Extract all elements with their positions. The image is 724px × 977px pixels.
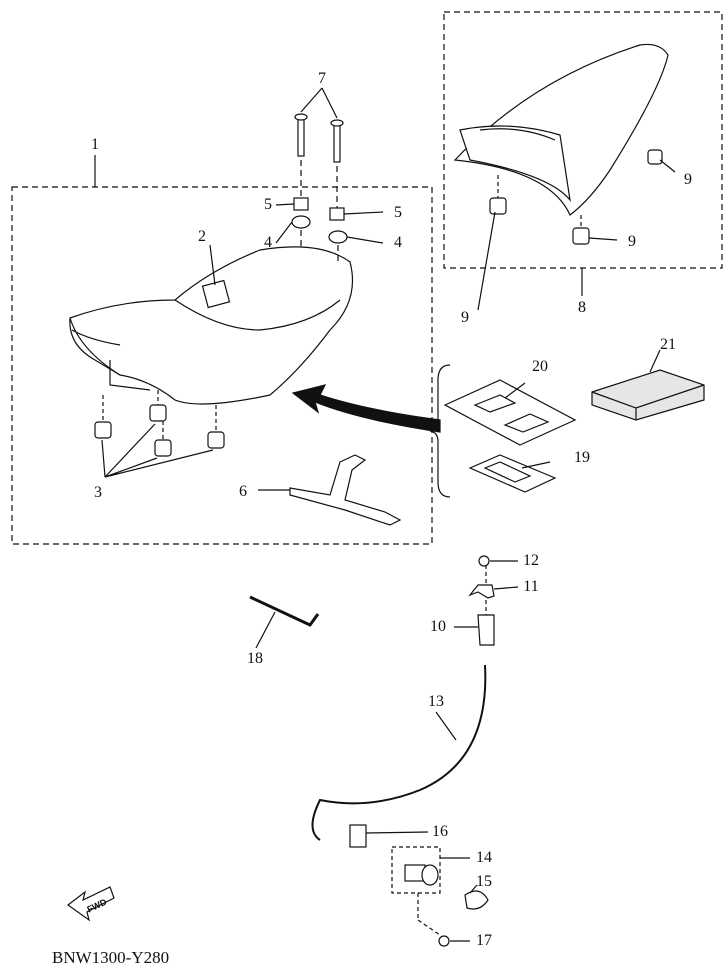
callout-17: 17: [476, 932, 492, 949]
fwd-arrow-icon: [66, 886, 115, 922]
callout-5: 5: [264, 196, 272, 213]
seat-pad-drawing: [591, 349, 705, 421]
diagram-code: BNW1300-Y280: [52, 948, 170, 967]
callout-1: 1: [91, 136, 99, 153]
label-sheet-drawing: [468, 454, 557, 493]
callout-21: 21: [660, 336, 676, 353]
callout-9: 9: [461, 309, 469, 326]
callout-11: 11: [523, 578, 539, 595]
manual-drawing: [443, 379, 577, 446]
callout-7: 7: [318, 70, 326, 87]
callout-12: 12: [523, 552, 539, 569]
callout-5: 5: [394, 204, 402, 221]
callout-4: 4: [264, 234, 272, 251]
damper-parts: [94, 404, 225, 457]
callout-9: 9: [684, 171, 692, 188]
callout-8: 8: [578, 299, 586, 316]
cable-drawing: [311, 664, 487, 841]
callout-14: 14: [476, 849, 492, 866]
lock-drawing: [349, 824, 489, 947]
hex-key-drawing: [249, 595, 320, 627]
callout-20: 20: [532, 358, 548, 375]
callout-19: 19: [574, 449, 590, 466]
arrow-icon: [291, 384, 441, 433]
group-box-rear-seat: [443, 11, 723, 269]
callout-15: 15: [476, 873, 492, 890]
callout-13: 13: [428, 693, 444, 710]
callout-18: 18: [247, 650, 263, 667]
callout-16: 16: [432, 823, 448, 840]
callout-2: 2: [198, 228, 206, 245]
rear-seat-drawing: [453, 43, 676, 311]
callout-10: 10: [430, 618, 446, 635]
bracket-drawing: [289, 454, 402, 526]
bolts: [209, 87, 384, 286]
latch-drawing: [454, 555, 519, 646]
callout-9: 9: [628, 233, 636, 250]
callout-4: 4: [394, 234, 402, 251]
callout-3: 3: [94, 484, 102, 501]
seat-drawing: [69, 246, 354, 405]
group-box-seat: [11, 186, 433, 545]
callout-6: 6: [239, 483, 247, 500]
